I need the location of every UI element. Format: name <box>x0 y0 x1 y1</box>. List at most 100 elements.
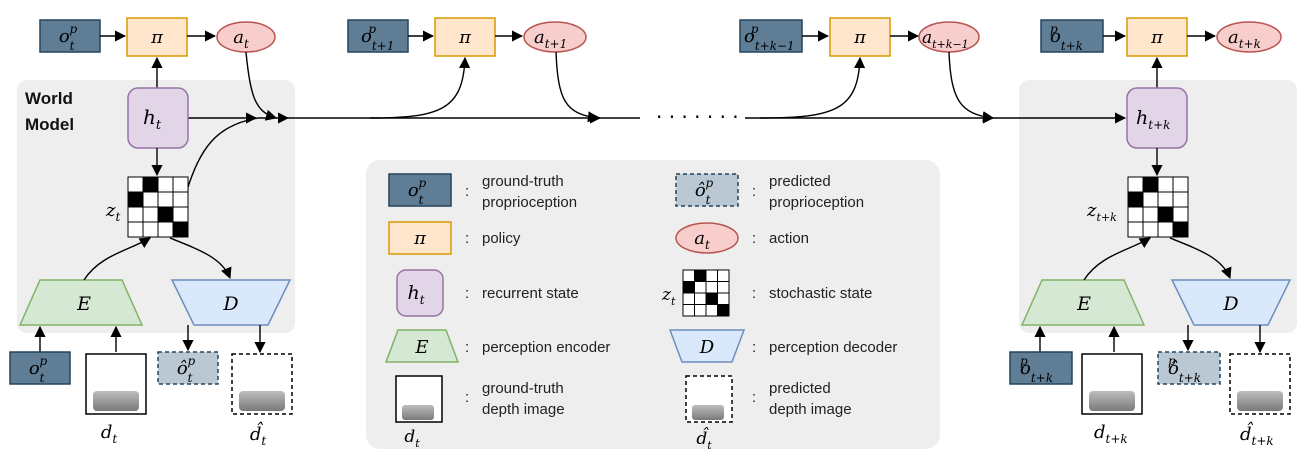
z-label-t: zt <box>105 200 120 224</box>
depth-image-tk: dt+k <box>1081 353 1143 446</box>
grid-cell <box>1157 221 1174 238</box>
legend-decoder: D : perception decoder <box>668 329 897 363</box>
obs-symbol: otp <box>59 22 78 53</box>
pred-depth-image-tk: d̂t+k <box>1229 353 1291 448</box>
grid-cell <box>705 281 718 294</box>
legend-pred-proprio: ôtp : predicted proprioception <box>675 173 864 211</box>
policy-box-t: π <box>126 17 188 57</box>
grid-cell <box>127 221 144 238</box>
grid-cell <box>142 191 159 208</box>
legend-panel <box>366 160 940 449</box>
svg-text:at+k−1: at+k−1 <box>922 28 969 51</box>
depth-image-t: dt <box>85 353 147 446</box>
svg-text:perception encoder: perception encoder <box>482 339 610 356</box>
left-wm-arrows <box>34 237 266 354</box>
grid-cell <box>157 221 174 238</box>
svg-text:depth image: depth image <box>769 401 852 418</box>
legend-pred-depth: d̂t : predicted depth image <box>685 375 852 452</box>
grid-cell <box>1142 221 1159 238</box>
grid-cell <box>705 269 718 282</box>
grid-cell <box>1157 191 1174 208</box>
svg-text::: : <box>465 285 469 302</box>
grid-cell <box>142 221 159 238</box>
svg-text::: : <box>465 339 469 356</box>
grid-cell <box>1127 221 1144 238</box>
svg-text::: : <box>752 339 756 356</box>
grid-cell <box>127 206 144 223</box>
stochastic-grid-tk <box>1127 176 1189 238</box>
svg-text:ôtp: ôtp <box>695 176 714 207</box>
grid-cell <box>694 292 707 305</box>
grid-cell <box>1172 176 1189 193</box>
svg-text::: : <box>465 230 469 247</box>
pred-depth-image-t: d̂t <box>231 353 293 448</box>
policy-box-tk: π <box>1126 17 1188 57</box>
grid-cell <box>1142 176 1159 193</box>
action-ellipse-tk: at+k <box>1216 21 1282 53</box>
grid-cell <box>127 191 144 208</box>
obs-box-t: otp <box>39 19 101 53</box>
legend-encoder: E : perception encoder <box>384 329 610 363</box>
svg-text:predicted: predicted <box>769 173 831 190</box>
grid-cell <box>157 176 174 193</box>
svg-text:depth image: depth image <box>482 401 565 418</box>
world-model-label-line2: Model <box>25 115 74 134</box>
svg-text:E: E <box>414 337 428 358</box>
grid-cell <box>682 304 695 317</box>
svg-text:d̂t: d̂t <box>696 427 712 452</box>
svg-text:ht: ht <box>143 105 162 133</box>
grid-cell <box>157 191 174 208</box>
policy-box-t1: π <box>434 17 496 57</box>
svg-text:D: D <box>222 293 238 315</box>
svg-text:D: D <box>699 337 715 358</box>
svg-text::: : <box>465 389 469 406</box>
world-model-label-line1: World <box>25 89 73 108</box>
grid-cell <box>1127 176 1144 193</box>
svg-text:ground-truth: ground-truth <box>482 173 564 190</box>
grid-cell <box>1172 206 1189 223</box>
decoder-tk: D <box>1170 279 1292 326</box>
svg-text:zt: zt <box>661 285 676 308</box>
grid-cell <box>694 304 707 317</box>
action-ellipse-t1: at+1 <box>523 21 587 53</box>
svg-text:policy: policy <box>482 230 521 247</box>
policy-box-tk1: π <box>829 17 891 57</box>
svg-text:dt: dt <box>101 422 118 446</box>
svg-text:dt+k: dt+k <box>1094 422 1128 446</box>
svg-text:d̂t: d̂t <box>250 420 267 448</box>
grid-cell <box>1127 206 1144 223</box>
svg-text:ot+k−1p: ot+k−1p <box>744 22 795 53</box>
svg-text:at: at <box>694 228 710 252</box>
action-ellipse-tk1: at+k−1 <box>918 21 980 53</box>
grid-cell <box>157 206 174 223</box>
svg-text:ôt+kp: ôt+kp <box>1168 354 1201 385</box>
svg-text:ôtp: ôtp <box>177 354 196 385</box>
action-ellipse-t: at <box>216 21 276 53</box>
recurrent-line <box>186 51 1127 191</box>
grid-cell <box>142 206 159 223</box>
svg-text:ht+k: ht+k <box>1136 107 1170 132</box>
grid-cell <box>142 176 159 193</box>
legend-action: at : action <box>675 222 809 254</box>
obs-box-bottom-tk: ot+kp <box>1009 351 1073 385</box>
obs-box-bottom-t: otp <box>9 351 71 385</box>
svg-text:E: E <box>76 293 91 315</box>
svg-text::: : <box>465 183 469 200</box>
grid-cell <box>717 304 730 317</box>
grid-cell <box>1127 191 1144 208</box>
svg-text:π: π <box>458 27 472 48</box>
svg-text::: : <box>752 285 756 302</box>
hidden-state-t: ht <box>127 87 189 149</box>
svg-text:ot+1p: ot+1p <box>361 22 394 53</box>
grid-cell <box>705 292 718 305</box>
svg-text::: : <box>752 389 756 406</box>
svg-text:proprioception: proprioception <box>769 194 864 211</box>
grid-cell <box>172 206 189 223</box>
svg-text:otp: otp <box>29 354 48 385</box>
grid-cell <box>1157 176 1174 193</box>
grid-cell <box>682 292 695 305</box>
grid-cell <box>1142 191 1159 208</box>
grid-cell <box>1172 191 1189 208</box>
top-row-arrows <box>100 30 1217 88</box>
svg-text:π: π <box>1150 27 1164 48</box>
